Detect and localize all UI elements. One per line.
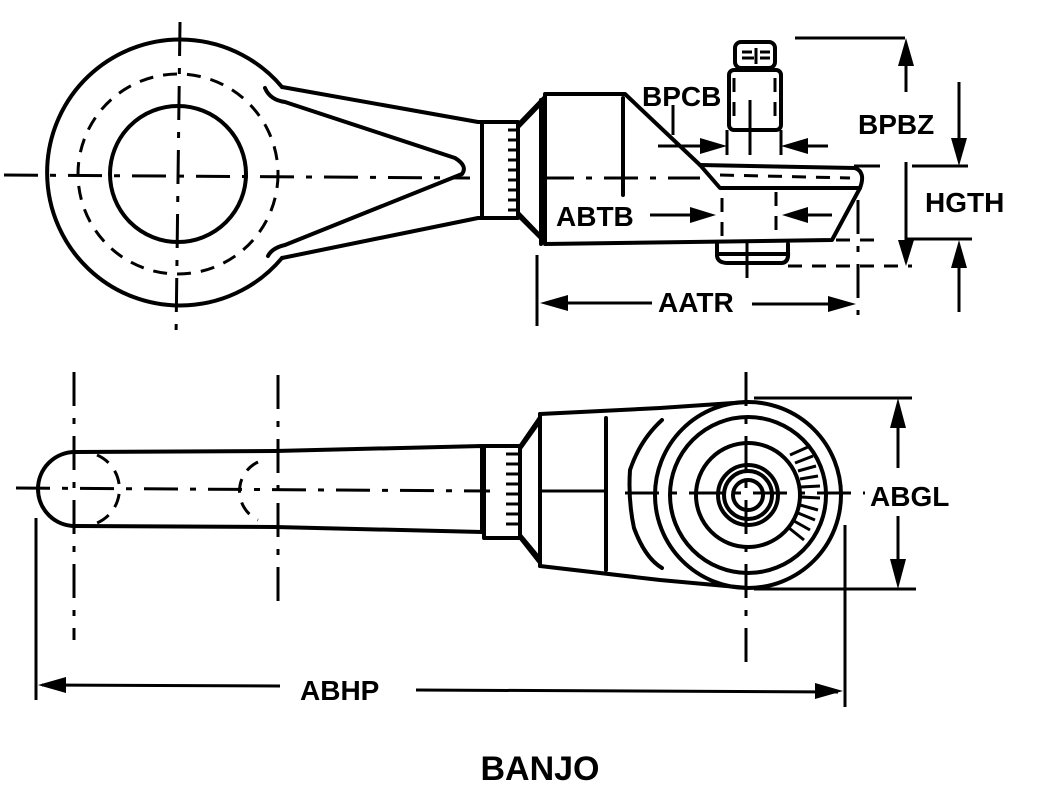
ring-washer xyxy=(716,463,780,527)
abtb-arrowhead-right xyxy=(782,207,808,223)
stem xyxy=(263,85,490,260)
dimension-bpcb: BPCB xyxy=(642,81,828,154)
dimension-abhp: ABHP xyxy=(38,675,843,706)
abhp-arrowhead-right xyxy=(815,683,843,699)
knurl-ticks xyxy=(508,128,520,212)
bolt-head xyxy=(733,40,777,70)
hgth-arrowhead-bottom xyxy=(951,240,967,268)
banjo-rings xyxy=(625,372,865,668)
ring-third xyxy=(694,441,802,549)
ring-outer xyxy=(653,400,843,590)
abhp-line-left xyxy=(41,683,281,688)
top-view-extension-lines xyxy=(535,36,972,326)
body-outline xyxy=(543,92,862,246)
abtb-label: ABTB xyxy=(556,201,634,232)
abhp-line-right xyxy=(415,688,839,694)
bpcb-arrowhead-right xyxy=(781,138,808,154)
bottom-view xyxy=(15,372,916,707)
dimension-hgth: HGTH xyxy=(925,82,1004,312)
handle xyxy=(15,372,491,640)
banjo-bolt xyxy=(725,40,783,155)
abgl-label: ABGL xyxy=(870,481,949,512)
knurl-chamfer-bottom xyxy=(518,212,545,245)
bottom-extension-lines xyxy=(34,396,916,707)
bpcb-label: BPCB xyxy=(642,81,721,112)
hgth-label: HGTH xyxy=(925,187,1004,218)
knurl-chamfer-top xyxy=(518,94,545,128)
dimension-bpbz: BPBZ xyxy=(858,38,934,266)
bottom-knurl-chamfer-top xyxy=(518,414,540,452)
bottom-knurl-chamfer-bottom xyxy=(518,532,540,566)
aatr-arrowhead-left xyxy=(540,295,568,311)
dimension-abgl: ABGL xyxy=(870,398,949,589)
hex-body xyxy=(539,92,865,278)
dimension-abtb: ABTB xyxy=(556,201,832,232)
bolt-head-slot xyxy=(742,48,770,64)
abgl-arrowhead-bottom xyxy=(890,559,906,589)
eye-horizontal-centerline xyxy=(3,173,471,180)
banjo-top-edge xyxy=(698,163,865,190)
stem-outer-top xyxy=(280,85,490,124)
stem-inner-taper xyxy=(263,86,466,258)
ring-second xyxy=(668,415,828,575)
banjo-hidden-line xyxy=(719,173,851,180)
bottom-knurl-ticks xyxy=(506,452,519,526)
abgl-arrowhead-top xyxy=(890,398,906,428)
aatr-arrowhead-right xyxy=(828,296,856,312)
hgth-arrowhead-top xyxy=(951,138,967,166)
ring-serrations xyxy=(788,445,821,542)
bottom-knurled-nut xyxy=(482,414,540,566)
drawing-title: BANJO xyxy=(480,750,599,788)
eye-vertical-centerline xyxy=(174,21,182,339)
knurled-nut xyxy=(480,94,545,245)
bpbz-arrowhead-bottom xyxy=(898,240,914,266)
bpcb-arrowhead-left xyxy=(700,138,727,154)
abtb-arrowhead-left xyxy=(690,207,716,223)
bottom-body-curve xyxy=(627,418,664,570)
bolt-shank xyxy=(727,68,783,132)
dimension-aatr: AATR xyxy=(540,287,856,318)
stem-outer-bottom xyxy=(280,216,490,260)
ring-washer-inner xyxy=(722,469,774,521)
handle-horizontal-centerline xyxy=(15,486,491,493)
eye-ring xyxy=(3,21,471,339)
bottom-lug xyxy=(715,242,791,265)
abhp-label: ABHP xyxy=(300,675,379,706)
bpbz-label: BPBZ xyxy=(858,109,934,140)
eye-outer-circle xyxy=(45,37,284,308)
aatr-label: AATR xyxy=(658,287,734,318)
bpbz-arrowhead-top xyxy=(898,38,914,66)
abhp-arrowhead-left xyxy=(38,677,66,693)
top-view xyxy=(3,21,972,339)
ring-bore xyxy=(731,478,765,512)
handle-end-hidden-arc xyxy=(96,453,121,525)
handle-mid-hidden-arc xyxy=(238,460,259,522)
bottom-knurl-body xyxy=(482,444,522,540)
